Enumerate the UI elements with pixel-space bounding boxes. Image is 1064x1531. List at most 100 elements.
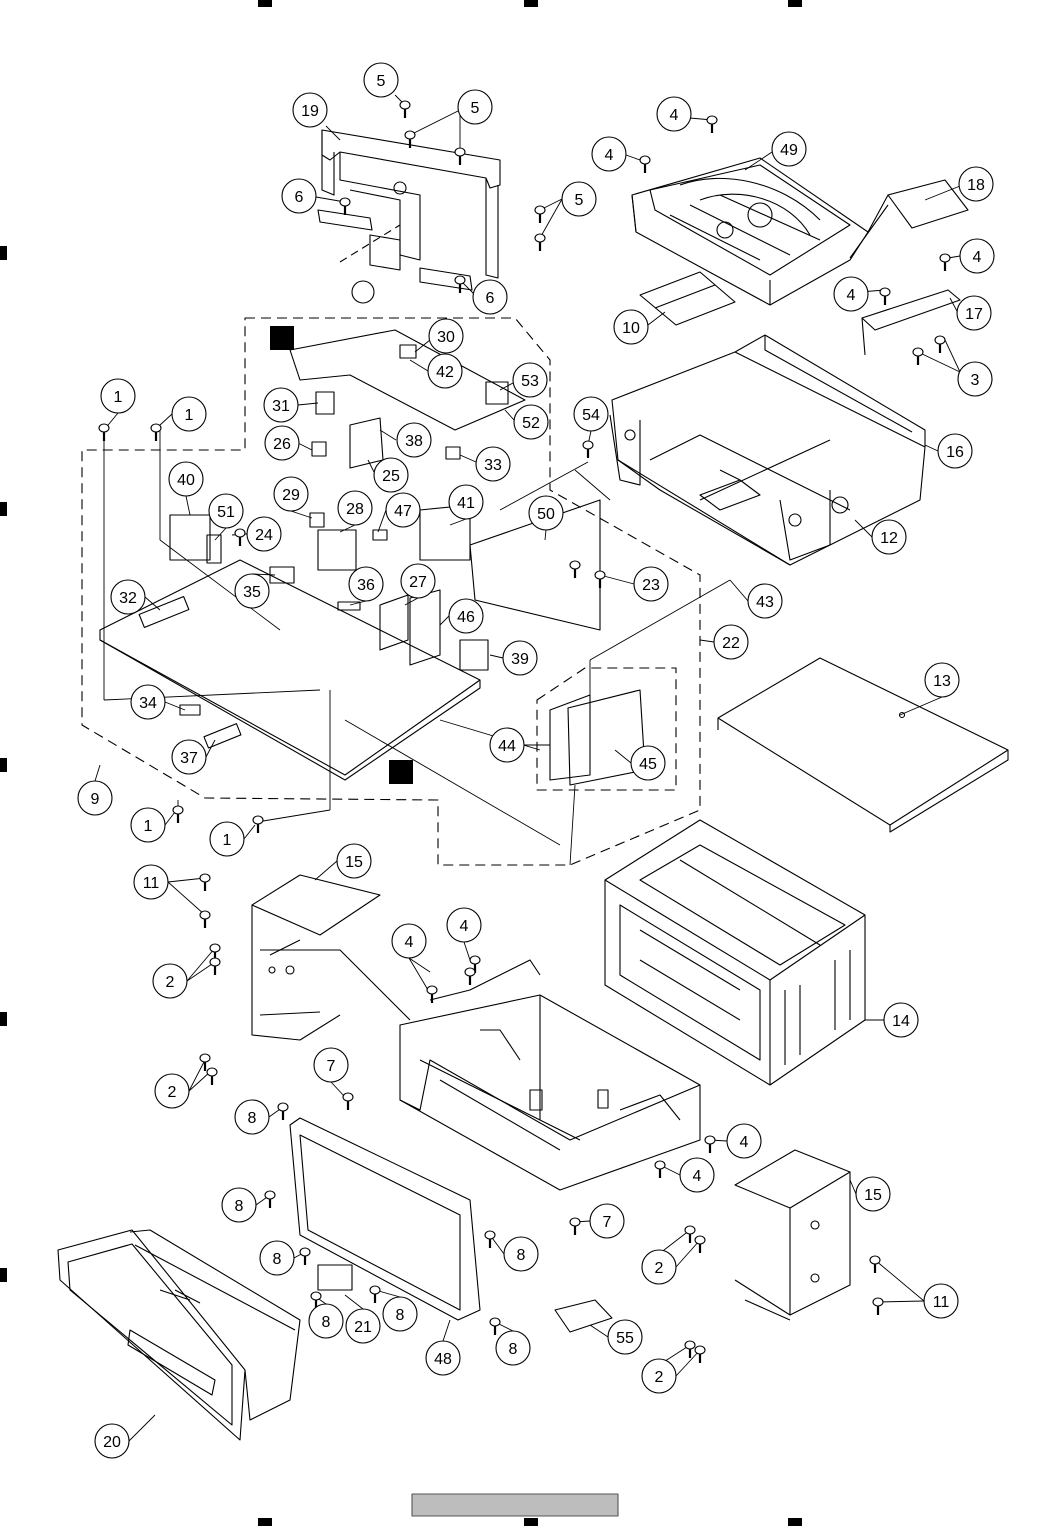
callout-circle <box>382 1296 418 1332</box>
callout-circle <box>679 1157 715 1193</box>
callout-number: 40 <box>177 472 195 489</box>
callout-number: 4 <box>973 249 982 266</box>
part-callout: 26 <box>264 425 300 461</box>
callout-circle <box>771 131 807 167</box>
part-callout: 7 <box>589 1203 625 1239</box>
part-callout: 17 <box>956 295 992 331</box>
callout-circle <box>313 1047 349 1083</box>
leader-line <box>297 402 319 406</box>
callout-number: 25 <box>382 468 400 485</box>
part-callout: 20 <box>94 1423 130 1459</box>
part-callout: 34 <box>130 684 166 720</box>
callout-number: 38 <box>405 433 423 450</box>
callout-number: 24 <box>255 527 273 544</box>
part-callout: 25 <box>373 457 409 493</box>
screw-icon <box>684 1225 696 1243</box>
part-callout: 12 <box>871 519 907 555</box>
callout-number: 1 <box>114 389 123 406</box>
leader-line <box>186 961 216 982</box>
sub-assembly-boundary-44 <box>536 667 677 791</box>
leader-line <box>854 519 873 538</box>
screw-icon <box>199 873 211 891</box>
outer-case-14 <box>604 819 866 1086</box>
callout-number: 9 <box>91 791 100 808</box>
callout-number: 10 <box>622 320 640 337</box>
leader-line <box>367 459 375 473</box>
callout-circle <box>457 89 493 125</box>
callout-number: 29 <box>282 487 300 504</box>
screw-icon <box>199 910 211 928</box>
leader-line <box>675 1349 701 1377</box>
callout-number: 4 <box>460 918 469 935</box>
callout-circle <box>956 295 992 331</box>
screw-icon <box>339 197 351 215</box>
callout-circle <box>656 96 692 132</box>
callout-number: 7 <box>603 1214 612 1231</box>
callout-number: 18 <box>967 177 985 194</box>
leader-line <box>409 359 429 372</box>
callout-number: 8 <box>517 1247 526 1264</box>
screw-icon <box>454 147 466 165</box>
side-bracket-15-right <box>734 1149 851 1209</box>
part-callout: 1 <box>100 378 136 414</box>
part-callout: 4 <box>656 96 692 132</box>
callout-number: 39 <box>511 651 529 668</box>
callout-number: 4 <box>693 1168 702 1185</box>
callout-circle <box>130 684 166 720</box>
screw-icon <box>654 1160 666 1178</box>
callout-number: 8 <box>396 1307 405 1324</box>
side-bracket-15-left <box>251 874 381 936</box>
part-callout: 4 <box>726 1123 762 1159</box>
callout-circle <box>871 519 907 555</box>
leader-line <box>589 1324 609 1338</box>
screw-icon <box>369 1285 381 1303</box>
part-callout: 47 <box>385 492 421 528</box>
callout-circle <box>133 864 169 900</box>
screw-icon <box>199 1053 211 1071</box>
screw-icon <box>684 1340 696 1358</box>
callout-number: 30 <box>437 329 455 346</box>
callout-circle <box>221 1187 257 1223</box>
screw-icon <box>277 1102 289 1120</box>
screw-icon <box>234 528 246 546</box>
callout-circle <box>171 739 207 775</box>
part-callout: 15 <box>855 1176 891 1212</box>
part-callout: 44 <box>489 727 525 763</box>
part-callout: 36 <box>348 566 384 602</box>
callout-circle <box>446 907 482 943</box>
page-footer-bar <box>411 1493 619 1517</box>
callout-circle <box>958 166 994 202</box>
screw-icon <box>534 205 546 223</box>
screw-icon <box>426 985 438 1003</box>
leader-line <box>344 1294 364 1310</box>
screw-icon <box>694 1345 706 1363</box>
callout-number: 8 <box>248 1110 257 1127</box>
screw-icon <box>209 957 221 975</box>
screw-icon <box>172 805 184 823</box>
leader-line <box>489 654 504 659</box>
callout-number: 35 <box>243 584 261 601</box>
screw-icon <box>299 1247 311 1265</box>
callout-number: 11 <box>933 1294 950 1311</box>
callout-circle <box>726 1123 762 1159</box>
part-callout: 9 <box>77 780 113 816</box>
callout-circle <box>281 178 317 214</box>
callout-number: 52 <box>522 415 540 432</box>
callout-number: 2 <box>655 1369 664 1386</box>
leader-line <box>874 1259 925 1302</box>
top-cover-13 <box>717 657 1009 826</box>
leader-line <box>164 701 186 711</box>
callout-circle <box>246 516 282 552</box>
callout-number: 53 <box>521 373 539 390</box>
part-callout: 45 <box>630 745 666 781</box>
part-callout: 53 <box>512 362 548 398</box>
leader-line <box>314 860 338 881</box>
callout-circle <box>573 396 609 432</box>
part-callout: 1 <box>209 821 245 857</box>
leader-line <box>463 941 471 961</box>
leader-line <box>442 1319 451 1342</box>
callout-circle <box>613 309 649 345</box>
screw-icon <box>469 955 481 973</box>
leader-line <box>917 351 961 373</box>
